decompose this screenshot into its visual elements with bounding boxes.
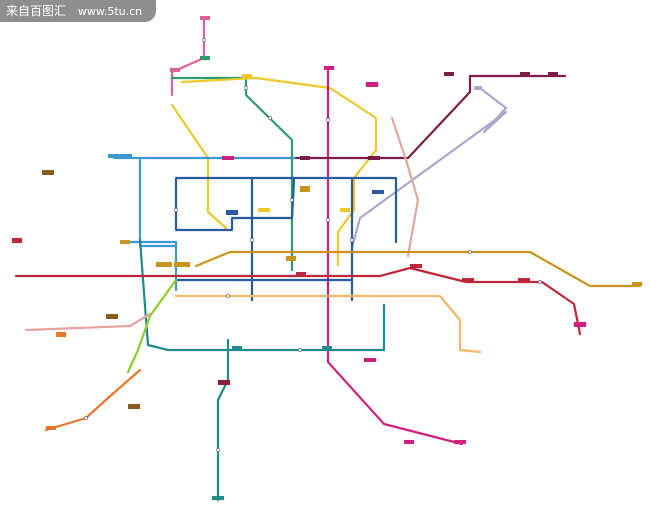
watermark-url: www.5tu.cn	[77, 5, 143, 18]
station-marker[interactable]	[200, 56, 210, 60]
line-route-maroon[interactable]	[294, 74, 567, 160]
station-marker[interactable]	[222, 156, 234, 160]
station-marker[interactable]	[632, 282, 642, 286]
station-marker[interactable]	[200, 16, 210, 20]
station-dot[interactable]	[298, 348, 302, 352]
station-marker[interactable]	[242, 74, 252, 78]
station-marker[interactable]	[372, 190, 384, 194]
station-dot[interactable]	[244, 86, 248, 90]
station-dot[interactable]	[250, 238, 254, 242]
station-marker[interactable]	[12, 238, 22, 243]
station-marker[interactable]	[108, 154, 120, 158]
station-marker[interactable]	[322, 346, 332, 350]
line-routes	[14, 16, 642, 502]
station-dot[interactable]	[226, 294, 230, 298]
station-marker[interactable]	[410, 264, 422, 268]
line-route-salmon[interactable]	[390, 116, 420, 258]
station-marker[interactable]	[462, 278, 474, 282]
watermark-banner: 来自百图汇 www.5tu.cn	[0, 0, 157, 22]
station-marker[interactable]	[404, 440, 414, 444]
station-marker[interactable]	[232, 346, 242, 350]
line-route-lavender[interactable]	[350, 86, 508, 250]
station-marker[interactable]	[454, 440, 466, 444]
station-marker[interactable]	[128, 404, 140, 409]
station-marker[interactable]	[170, 68, 180, 72]
station-dot[interactable]	[326, 118, 330, 122]
station-marker[interactable]	[444, 72, 454, 76]
station-dot[interactable]	[538, 280, 542, 284]
station-marker[interactable]	[474, 86, 482, 90]
station-markers	[12, 16, 642, 500]
station-marker[interactable]	[548, 72, 558, 76]
station-marker[interactable]	[46, 426, 56, 430]
station-marker[interactable]	[300, 156, 310, 160]
station-marker[interactable]	[518, 278, 530, 282]
station-marker[interactable]	[218, 380, 230, 385]
station-dot[interactable]	[350, 238, 354, 242]
line-route-pink-north[interactable]	[170, 16, 206, 97]
station-dot[interactable]	[174, 208, 178, 212]
station-dot[interactable]	[268, 116, 272, 120]
station-marker[interactable]	[340, 208, 350, 212]
station-marker[interactable]	[120, 240, 130, 244]
watermark-site-name: 来自百图汇	[6, 4, 67, 18]
station-dot[interactable]	[84, 416, 88, 420]
station-marker[interactable]	[574, 322, 586, 327]
station-dots	[84, 38, 542, 452]
station-marker[interactable]	[42, 170, 54, 175]
station-marker[interactable]	[174, 262, 190, 267]
line-route-magenta[interactable]	[326, 66, 464, 446]
station-dot[interactable]	[326, 218, 330, 222]
station-marker[interactable]	[520, 72, 530, 76]
station-dot[interactable]	[216, 448, 220, 452]
line-route-yellow[interactable]	[170, 76, 378, 267]
line-route-red[interactable]	[14, 266, 582, 336]
station-marker[interactable]	[120, 154, 132, 158]
station-marker[interactable]	[368, 156, 380, 160]
station-marker[interactable]	[56, 332, 66, 337]
station-marker[interactable]	[106, 314, 118, 319]
station-marker[interactable]	[324, 66, 334, 70]
line-route-light-orange[interactable]	[174, 294, 482, 354]
station-marker[interactable]	[300, 186, 310, 192]
station-marker[interactable]	[226, 210, 238, 215]
station-marker[interactable]	[156, 262, 172, 267]
line-route-lime[interactable]	[126, 278, 178, 374]
station-marker[interactable]	[366, 82, 378, 87]
station-marker[interactable]	[286, 256, 296, 261]
station-marker[interactable]	[212, 496, 224, 500]
station-dot[interactable]	[290, 198, 294, 202]
station-marker[interactable]	[364, 358, 376, 362]
station-marker[interactable]	[296, 272, 306, 276]
line-route-green[interactable]	[170, 76, 294, 272]
station-marker[interactable]	[258, 208, 270, 212]
station-dot[interactable]	[468, 250, 472, 254]
station-dot[interactable]	[202, 38, 206, 42]
line-route-orange-sw[interactable]	[44, 368, 142, 432]
line-route-rose[interactable]	[24, 312, 152, 332]
